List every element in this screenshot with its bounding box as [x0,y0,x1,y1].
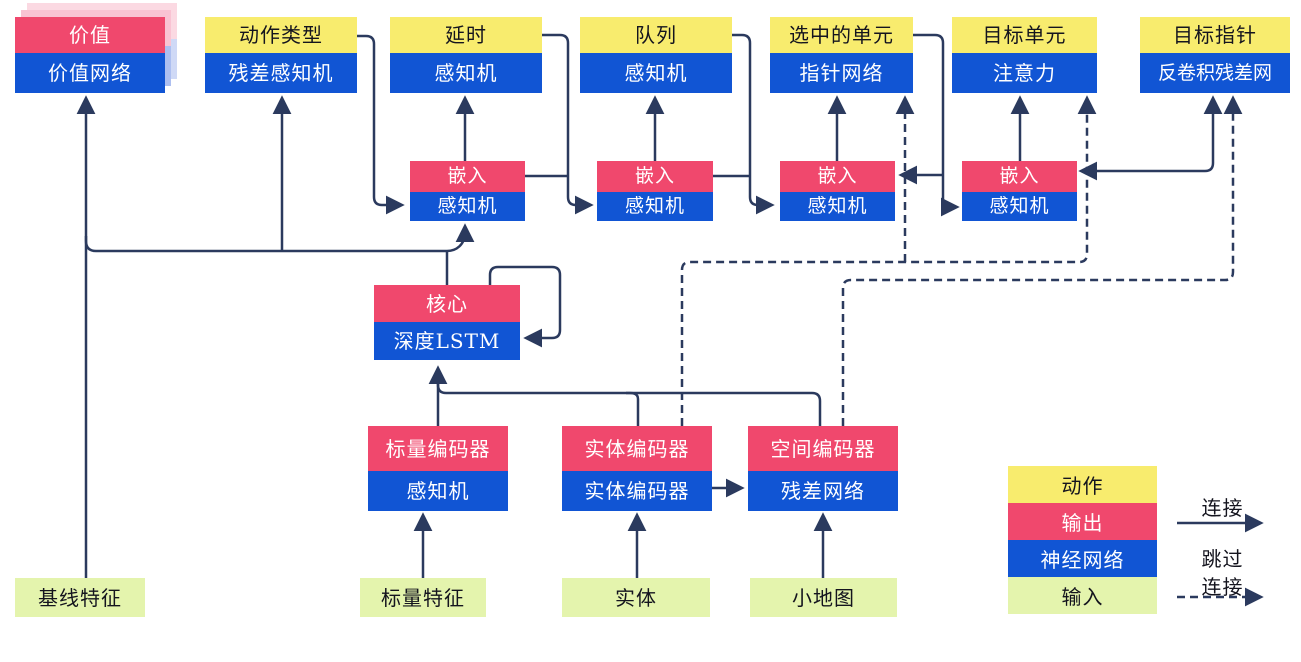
node-entity-encoder: 实体编码器 实体编码器 [562,426,712,511]
node-selected-units-subtitle: 指针网络 [770,53,913,93]
node-value-subtitle: 价值网络 [15,53,165,93]
node-target-pointer-subtitle: 反卷积残差网 [1140,53,1290,93]
node-delay-title: 延时 [390,17,542,53]
edge-selectedunits-to-embed4 [913,33,960,217]
node-embed-3: 嵌入 感知机 [780,161,895,221]
node-action-type-title: 动作类型 [205,17,357,53]
node-target-unit-subtitle: 注意力 [952,53,1097,93]
node-queue-subtitle: 感知机 [580,53,732,93]
node-embed-3-title: 嵌入 [780,161,895,192]
node-entity-encoder-title: 实体编码器 [562,426,712,471]
node-embed-3-subtitle: 感知机 [780,192,895,221]
node-delay-subtitle: 感知机 [390,53,542,93]
edge-core-self-loop [488,265,562,348]
node-target-unit-title: 目标单元 [952,17,1097,53]
node-embed-1-title: 嵌入 [410,161,525,192]
legend-input: 输入 [1008,577,1157,614]
node-entities: 实体 [562,578,710,617]
node-value-title: 价值 [15,17,165,53]
edge-actiontype-to-embed1 [357,34,405,215]
node-target-pointer: 目标指针 反卷积残差网 [1140,17,1290,93]
node-embed-4-subtitle: 感知机 [962,192,1077,221]
node-queue: 队列 感知机 [580,17,732,93]
skip-spatial-to-targetpointer [841,95,1243,426]
edge-entityencoder-stub [626,391,640,426]
legend: 动作 输出 神经网络 输入 [1008,466,1157,614]
legend-action: 动作 [1008,466,1157,503]
node-embed-2-subtitle: 感知机 [597,192,713,221]
node-embed-1-subtitle: 感知机 [410,192,525,221]
node-spatial-encoder-subtitle: 残差网络 [748,471,898,511]
edge-queue-to-embed3 [732,33,775,215]
edge-core-to-embed1 [446,223,475,253]
node-entity-encoder-subtitle: 实体编码器 [562,471,712,511]
node-value: 价值 价值网络 [15,17,165,93]
node-scalar-encoder-subtitle: 感知机 [368,471,508,511]
node-target-pointer-title: 目标指针 [1140,17,1290,53]
node-action-type: 动作类型 残差感知机 [205,17,357,93]
legend-connection-label: 连接 [1201,496,1244,520]
node-selected-units-title: 选中的单元 [770,17,913,53]
node-scalar-features: 标量特征 [360,578,486,617]
legend-output: 输出 [1008,503,1157,540]
legend-skip-label-1: 跳过 [1201,547,1244,571]
node-embed-2: 嵌入 感知机 [597,161,713,221]
edge-embed4-to-targetpointer [1078,95,1223,181]
node-scalar-encoder-title: 标量编码器 [368,426,508,471]
node-delay: 延时 感知机 [390,17,542,93]
node-embed-4-title: 嵌入 [962,161,1077,192]
legend-skip-label-2: 连接 [1201,575,1244,599]
node-core-subtitle: 深度LSTM [374,322,520,360]
edge-core-branch-left [84,236,447,253]
legend-neural-network: 神经网络 [1008,540,1157,577]
node-embed-1: 嵌入 感知机 [410,161,525,221]
node-baseline-features: 基线特征 [15,578,145,617]
node-spatial-encoder-title: 空间编码器 [748,426,898,471]
node-embed-4: 嵌入 感知机 [962,161,1077,221]
node-queue-title: 队列 [580,17,732,53]
node-spatial-encoder: 空间编码器 残差网络 [748,426,898,511]
edge-encoder-collector [436,382,822,426]
node-minimap: 小地图 [750,578,897,617]
skip-entity-to-targetunit [680,95,1097,426]
node-embed-2-title: 嵌入 [597,161,713,192]
edge-delay-to-embed2 [542,33,594,215]
node-core-title: 核心 [374,285,520,322]
node-selected-units: 选中的单元 指针网络 [770,17,913,93]
node-action-type-subtitle: 残差感知机 [205,53,357,93]
node-scalar-encoder: 标量编码器 感知机 [368,426,508,511]
node-core: 核心 深度LSTM [374,285,520,360]
node-target-unit: 目标单元 注意力 [952,17,1097,93]
